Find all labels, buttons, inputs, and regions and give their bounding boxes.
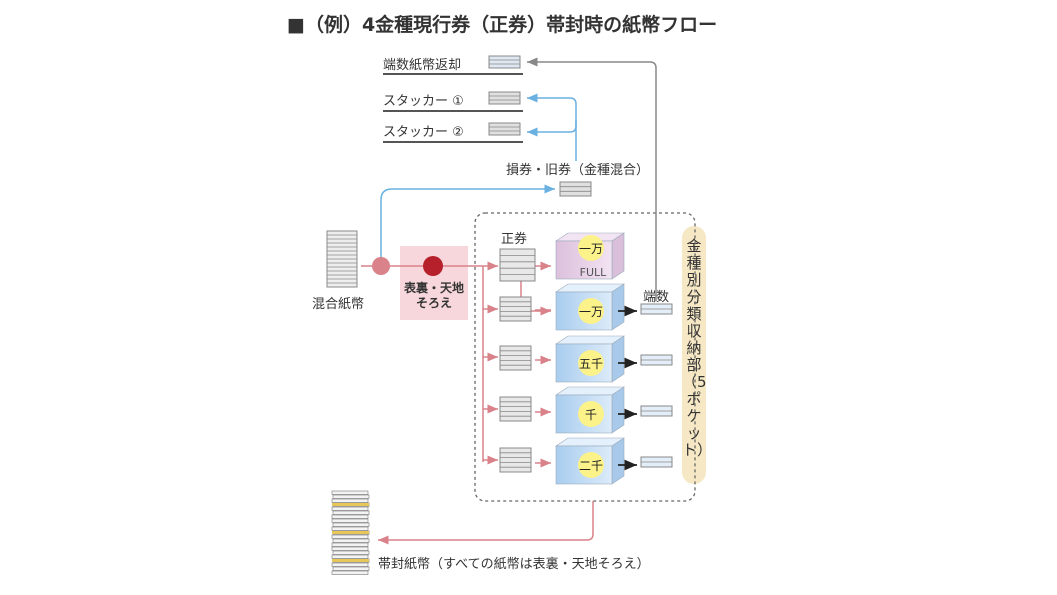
odd-stack-1 xyxy=(640,303,673,315)
genuine-stack-3 xyxy=(499,345,532,371)
stacker2-stack xyxy=(488,122,521,136)
band-2 xyxy=(332,531,369,534)
stacker2-underline xyxy=(383,141,523,143)
genuine-stack-4 xyxy=(499,396,532,422)
denom-label-1: 一万 xyxy=(579,242,603,256)
stacker1-label: スタッカー ① xyxy=(383,94,464,109)
pocket-area-label: 金種別分類収納部（5ポケット） xyxy=(682,226,713,484)
odd-return-label: 端数紙幣返却 xyxy=(383,58,462,73)
genuine-label: 正券 xyxy=(501,232,528,247)
stacker1-stack xyxy=(488,91,521,105)
stacker1-underline xyxy=(383,110,523,112)
denom-badge-3 xyxy=(578,350,604,376)
stacker2-label: スタッカー ② xyxy=(383,125,464,140)
bundle-2 xyxy=(331,518,370,547)
full-label: FULL xyxy=(580,266,608,279)
pocket-2: 一万 xyxy=(555,283,637,331)
split-dot xyxy=(372,257,390,275)
denom-badge-2 xyxy=(578,298,604,324)
genuine-stack-1 xyxy=(499,248,536,282)
odd-stack-2 xyxy=(640,354,673,366)
banded-label: 帯封紙幣（すべての紙幣は表裏・天地そろえ） xyxy=(378,557,650,572)
pocket-area-text: 金種別分類収納部（5ポケット） xyxy=(682,237,713,459)
denom-label-2: 一万 xyxy=(579,305,603,319)
genuine-stack-5 xyxy=(499,447,532,473)
page-title: ■（例）4金種現行券（正券）帯封時の紙幣フロー xyxy=(287,14,718,36)
odd-return-stack xyxy=(488,55,521,69)
input-stack-body xyxy=(326,230,358,288)
denom-badge-4 xyxy=(578,401,604,427)
band-1 xyxy=(332,503,369,506)
banded-output-line xyxy=(378,501,594,545)
damaged-stack xyxy=(559,181,592,197)
denom-badge-1 xyxy=(578,235,604,261)
stacker1-line xyxy=(527,93,577,161)
input-note-stack xyxy=(326,230,358,288)
pocket-3: 五千 xyxy=(555,335,637,383)
damaged-label: 損券・旧券（金種混合） xyxy=(506,163,650,178)
sort-label: 表裏・天地そろえ xyxy=(403,281,464,310)
sort-dot xyxy=(423,256,443,276)
bundle-1 xyxy=(331,490,370,519)
denom-label-4: 千 xyxy=(585,408,597,422)
odd-return-line xyxy=(527,57,657,301)
pocket-5: 二千 xyxy=(555,437,637,485)
pocket-region xyxy=(474,212,696,502)
pocket-1: 一万 FULL xyxy=(555,232,625,280)
odd-stack-3 xyxy=(640,405,673,417)
damaged-line xyxy=(380,184,555,265)
pocket-4: 千 xyxy=(555,386,637,434)
denom-label-5: 二千 xyxy=(579,459,603,473)
genuine-stack-2 xyxy=(499,296,532,322)
denom-label-3: 五千 xyxy=(579,357,603,371)
banded-note-stack xyxy=(331,490,370,575)
input-label: 混合紙幣 xyxy=(312,297,365,312)
denom-badge-5 xyxy=(578,452,604,478)
bundle-3 xyxy=(331,546,370,575)
odd-stack-4 xyxy=(640,456,673,468)
band-3 xyxy=(332,559,369,562)
stacker2-line xyxy=(527,120,577,137)
odd-return-underline xyxy=(383,73,523,75)
